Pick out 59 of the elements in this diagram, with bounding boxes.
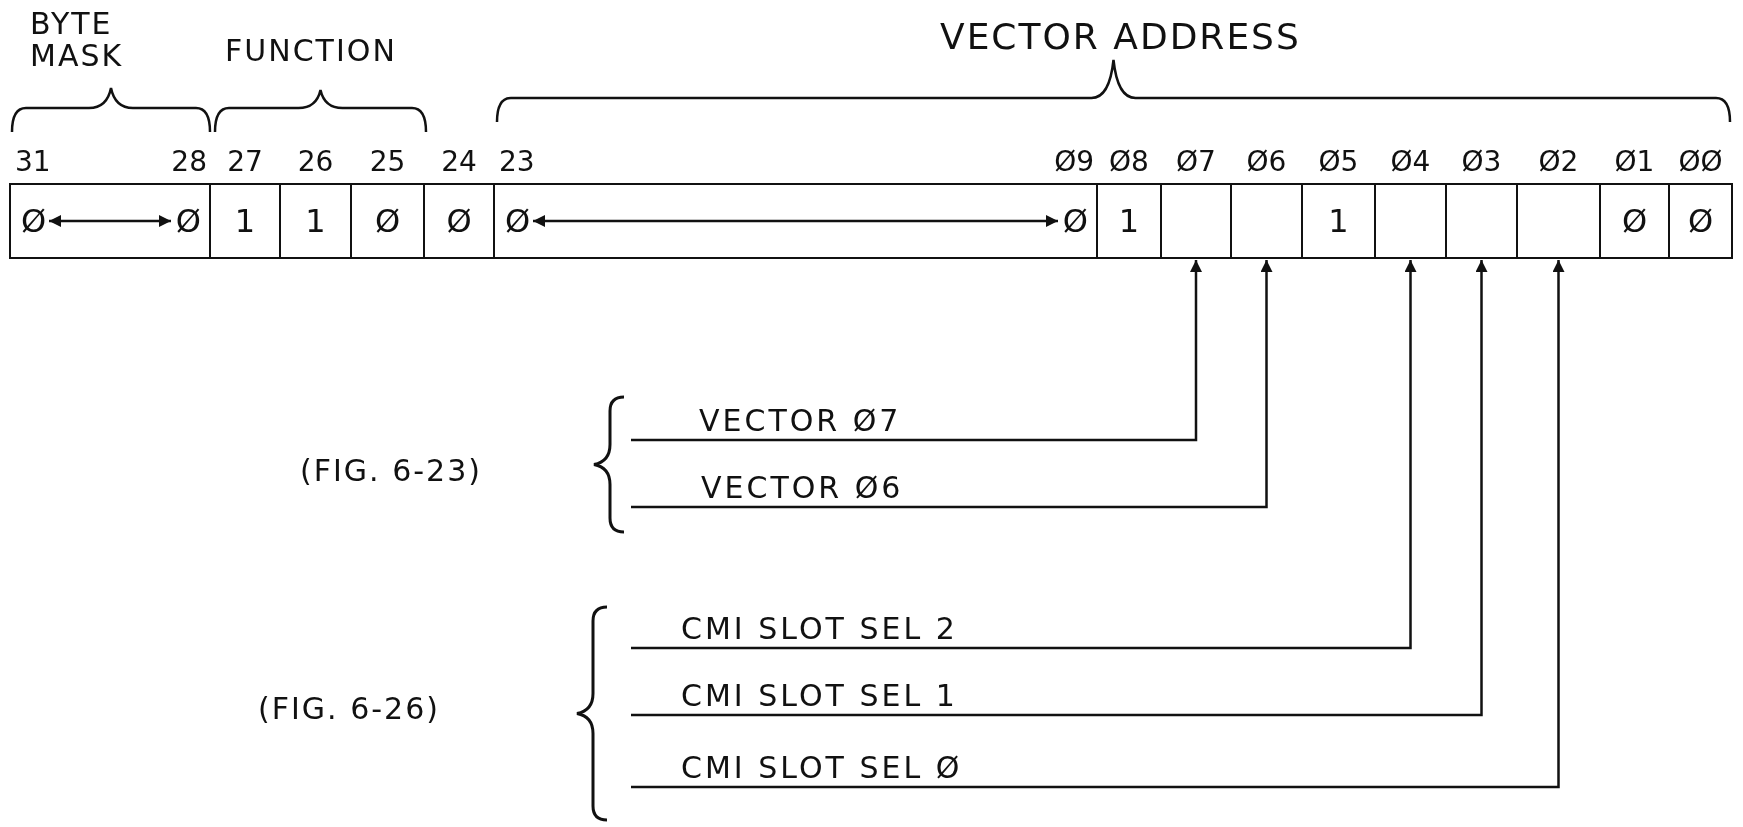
arrow [631,260,1417,650]
bit-cell [423,183,495,259]
bit-cell [1301,183,1376,259]
bit-cell [493,183,1098,259]
bit-number: 31 [15,148,51,176]
signal-name: CMI SLOT SEL Ø [681,753,963,783]
bit-number: Ø8 [1109,148,1149,176]
bit-number: 25 [369,148,406,176]
bit-cell [1668,183,1733,259]
bit-cell [1445,183,1518,259]
bit-value: Ø [175,205,201,237]
bit-number: Ø2 [1538,148,1579,176]
arrow [631,260,1565,789]
bit-number: 27 [227,148,263,176]
field-name: VECTOR ADDRESS [940,18,1301,56]
field-name: BYTE MASK [30,8,125,71]
bit-number: 24 [441,148,477,176]
bit-number: 26 [297,148,334,176]
bit-cell [350,183,425,259]
bit-number: 28 [171,148,207,176]
figure-reference: (FIG. 6-26) [258,693,440,725]
field-name: FUNCTION [225,35,397,67]
bit-value: 1 [305,205,326,237]
bit-value: Ø [446,205,472,237]
signal-name: CMI SLOT SEL 2 [681,614,958,644]
figure-reference: (FIG. 6-23) [300,455,482,487]
bit-number: Ø3 [1461,148,1502,176]
signal-name: CMI SLOT SEL 1 [681,681,958,711]
bit-number: Ø5 [1318,148,1359,176]
bit-cell [279,183,352,259]
bit-cell [1374,183,1447,259]
bit-value: Ø [21,205,47,237]
bit-number: Ø1 [1614,148,1655,176]
bit-cell [1096,183,1162,259]
bit-cell [9,183,211,259]
signal-name: VECTOR Ø7 [699,406,902,436]
bit-value: 1 [234,205,256,237]
arrow [631,260,1202,442]
bit-value: 1 [1328,205,1349,237]
bit-cell [1160,183,1232,259]
bit-number: Ø4 [1390,148,1431,176]
bit-cell [1599,183,1670,259]
bit-number: Ø7 [1176,148,1216,176]
bit-value: Ø [505,205,531,237]
arrow [631,260,1488,717]
bit-value: Ø [374,205,401,237]
signal-name: VECTOR Ø6 [701,473,904,503]
arrow [631,260,1273,509]
bit-number: ØØ [1678,148,1723,176]
bit-number: 23 [499,148,535,176]
bit-value: Ø [1687,205,1714,237]
bit-cell [1516,183,1601,259]
bit-number: Ø9 [1054,148,1094,176]
bit-cell [1230,183,1303,259]
bit-number: Ø6 [1246,148,1287,176]
bit-value: Ø [1621,205,1648,237]
bit-value: 1 [1118,205,1140,237]
bit-value: Ø [1062,205,1088,237]
bit-cell [209,183,281,259]
